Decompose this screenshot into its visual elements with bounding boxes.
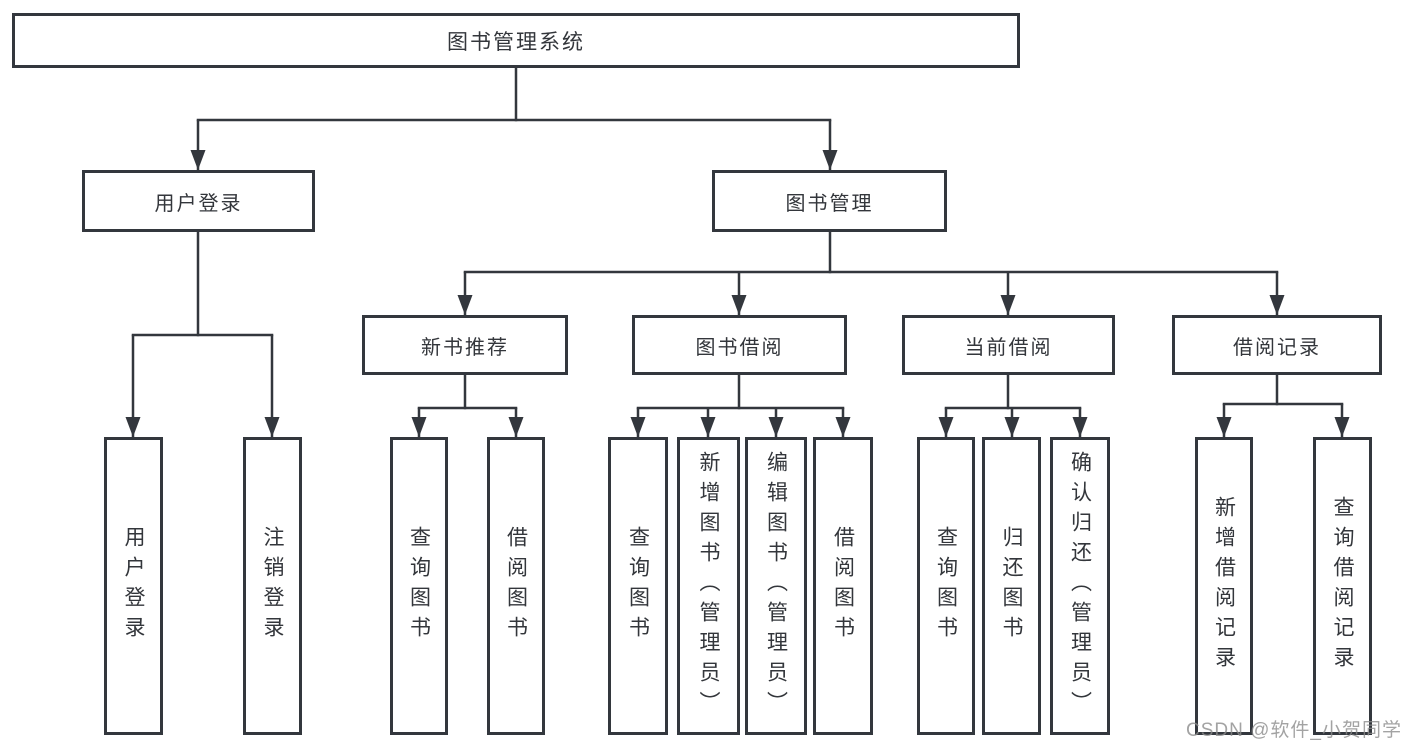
leaf-query-books-current: 查询图书 [917,437,975,735]
node-book-borrow: 图书借阅 [632,315,847,375]
node-root: 图书管理系统 [12,13,1020,68]
leaf-query-books-borrow-label: 查询图书 [626,526,650,646]
leaf-edit-books-admin: 编辑图书（管理员） [745,437,807,735]
leaf-user-login: 用户登录 [104,437,163,735]
leaf-return-books-label: 归还图书 [1000,526,1023,646]
leaf-add-borrow-record-label: 新增借阅记录 [1212,496,1236,676]
leaf-borrow-books-recommend: 借阅图书 [487,437,545,735]
leaf-query-books-current-label: 查询图书 [934,526,958,646]
node-borrow-records: 借阅记录 [1172,315,1382,375]
leaf-borrow-books-recommend-label: 借阅图书 [504,526,528,646]
leaf-logout-label: 注销登录 [261,526,284,646]
leaf-add-books-admin-label: 新增图书（管理员） [697,451,720,721]
leaf-logout: 注销登录 [243,437,302,735]
leaf-borrow-books-label: 借阅图书 [831,526,855,646]
node-root-label: 图书管理系统 [447,30,585,54]
node-user-login: 用户登录 [82,170,315,232]
leaf-user-login-label: 用户登录 [122,526,145,646]
node-new-book-recommend: 新书推荐 [362,315,568,375]
node-book-management: 图书管理 [712,170,947,232]
watermark: CSDN @软件_小贺同学 [1186,720,1402,741]
node-borrow-records-label: 借阅记录 [1233,336,1321,359]
node-book-borrow-label: 图书借阅 [695,336,784,359]
leaf-add-borrow-record: 新增借阅记录 [1195,437,1253,735]
leaf-confirm-return-admin: 确认归还（管理员） [1050,437,1110,735]
node-current-borrow: 当前借阅 [902,315,1115,375]
node-current-borrow-label: 当前借阅 [964,336,1053,359]
leaf-confirm-return-admin-label: 确认归还（管理员） [1068,451,1092,721]
leaf-query-books-recommend-label: 查询图书 [407,526,431,646]
leaf-query-books-recommend: 查询图书 [390,437,448,735]
leaf-borrow-books: 借阅图书 [813,437,873,735]
leaf-query-borrow-record-label: 查询借阅记录 [1331,496,1354,676]
leaf-return-books: 归还图书 [982,437,1041,735]
leaf-add-books-admin: 新增图书（管理员） [677,437,740,735]
leaf-query-borrow-record: 查询借阅记录 [1313,437,1372,735]
leaf-edit-books-admin-label: 编辑图书（管理员） [764,451,788,721]
node-new-book-recommend-label: 新书推荐 [421,336,509,359]
leaf-query-books-borrow: 查询图书 [608,437,668,735]
node-user-login-label: 用户登录 [154,192,243,215]
node-book-management-label: 图书管理 [785,192,874,215]
